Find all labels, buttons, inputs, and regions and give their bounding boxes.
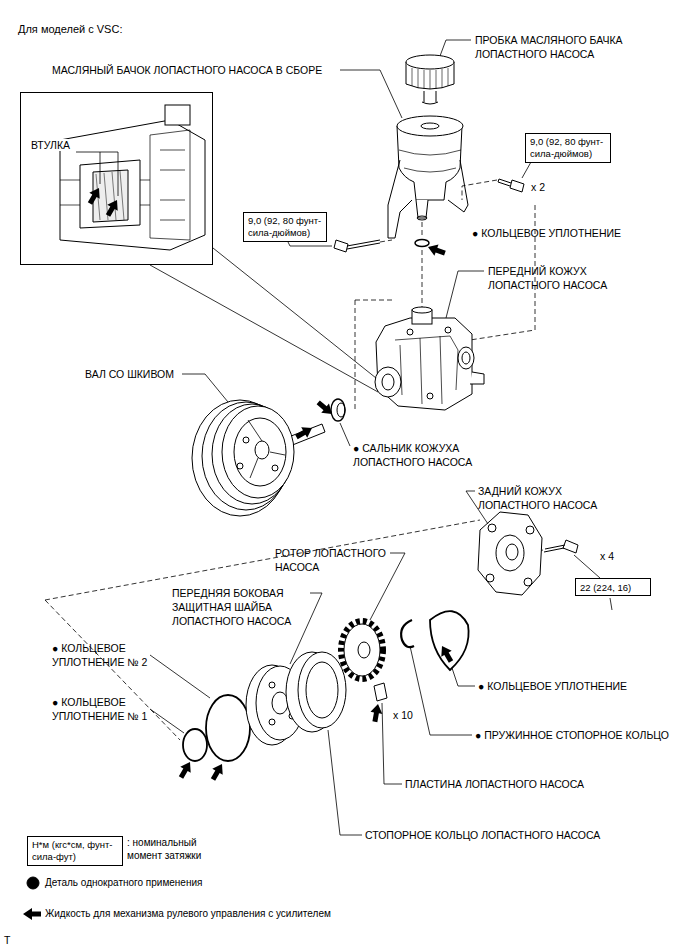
o-ring-1: [183, 729, 207, 761]
vane: [374, 683, 387, 701]
torque-box: 9,0 (92, 80 фунт-сила-дюймов): [525, 133, 611, 163]
quantity-label: x 10: [393, 708, 413, 722]
part-label: ВАЛ СО ШКИВОМ: [85, 367, 174, 381]
cam-ring: [286, 652, 346, 732]
legend-text: : номинальный момент затяжки: [127, 836, 227, 862]
torque-value: Н*м (кгс*см, фунт-сила-фут): [32, 839, 118, 863]
quantity-label: x 2: [531, 180, 545, 194]
legend-text: Деталь однократного применения: [45, 876, 202, 889]
bolt: [544, 540, 578, 553]
o-ring: [430, 611, 469, 670]
part-label: ● КОЛЬЦЕВОЕ УПЛОТНЕНИЕ № 1: [52, 695, 162, 723]
part-label: ПРОБКА МАСЛЯНОГО БАЧКА ЛОПАСТНОГО НАСОСА: [475, 33, 650, 61]
quantity-label: x 4: [600, 549, 614, 563]
part-label: РОТОР ЛОПАСТНОГО НАСОСА: [275, 546, 405, 574]
part-label: ЗАДНИЙ КОЖУХ ЛОПАСТНОГО НАСОСА: [478, 484, 613, 512]
page-title: Для моделей с VSC:: [18, 22, 122, 36]
detail-leader: [150, 248, 378, 392]
part-label: ● САЛЬНИК КОЖУХА ЛОПАСТНОГО НАСОСА: [353, 441, 503, 469]
single-use-symbol: [27, 877, 39, 889]
torque-box: 22 (224, 16): [575, 578, 651, 596]
reservoir-cap: [406, 55, 454, 104]
front-housing: [375, 307, 484, 410]
part-label: ПЕРЕДНЯЯ БОКОВАЯ ЗАЩИТНАЯ ШАЙБА ЛОПАСТНО…: [172, 586, 307, 628]
rotor: [341, 621, 383, 679]
torque-box: Н*м (кгс*см, фунт-сила-фут): [27, 836, 123, 866]
reservoir: [388, 116, 468, 238]
torque-value: 9,0 (92, 80 фунт-сила-дюймов): [530, 136, 606, 160]
part-label: МАСЛЯНЫЙ БАЧОК ЛОПАСТНОГО НАСОСА В СБОРЕ: [52, 63, 322, 77]
bolt: [498, 179, 524, 192]
detail-inset: ВТУЛКА: [20, 92, 213, 265]
part-label: СТОПОРНОЕ КОЛЬЦО ЛОПАСТНОГО НАСОСА: [365, 828, 600, 842]
fluid-arrow: [85, 185, 456, 783]
part-label: ● ПРУЖИННОЕ СТОПОРНОЕ КОЛЬЦО: [475, 728, 669, 742]
rear-housing: [478, 512, 542, 595]
torque-value: 22 (224, 16): [580, 582, 646, 594]
o-ring: [415, 240, 429, 247]
bolt: [334, 240, 380, 252]
legend-text: Жидкость для механизма рулевого управлен…: [45, 907, 331, 920]
pulley-shaft: [192, 400, 325, 516]
part-label: ● КОЛЬЦЕВОЕ УПЛОТНЕНИЕ № 2: [52, 641, 162, 669]
part-label: ПЛАСТИНА ЛОПАСТНОГО НАСОСА: [405, 777, 584, 791]
torque-value: 9,0 (92, 80 фунт-сила-дюймов): [248, 215, 322, 239]
part-label: ПЕРЕДНИЙ КОЖУХ ЛОПАСТНОГО НАСОСА: [488, 264, 623, 292]
oil-seal: [331, 399, 345, 421]
part-label: ● КОЛЬЦЕВОЕ УПЛОТНЕНИЕ: [472, 226, 621, 240]
part-label: ВТУЛКА: [31, 139, 70, 151]
torque-box: 9,0 (92, 80 фунт-сила-дюймов): [243, 212, 327, 242]
part-label: ● КОЛЬЦЕВОЕ УПЛОТНЕНИЕ: [478, 679, 627, 693]
inset-cutaway: [60, 105, 205, 250]
assembly-line: [45, 180, 543, 740]
fluid-symbol: [23, 908, 41, 920]
snap-ring: [401, 620, 414, 647]
leader-line: [150, 40, 612, 835]
o-ring-2: [206, 695, 250, 761]
quantity-label: T: [4, 933, 10, 947]
